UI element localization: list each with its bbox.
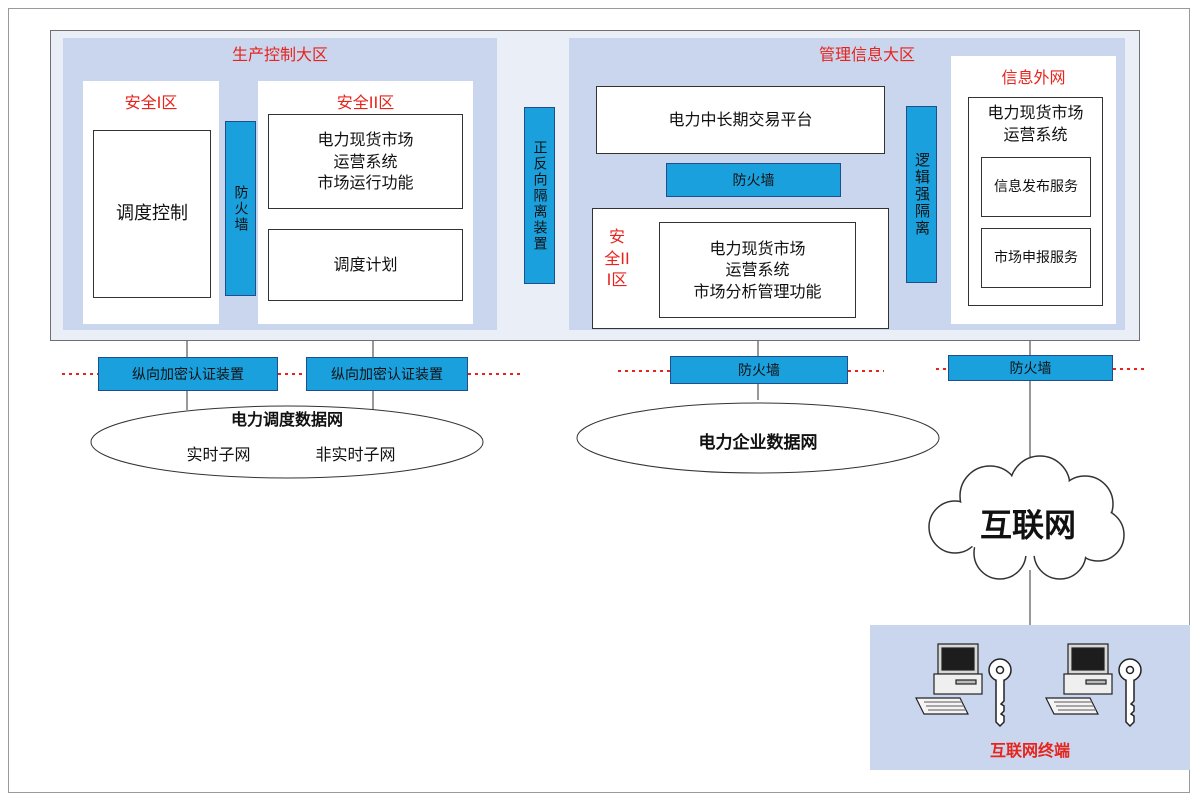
- system-line: 市场分析管理功能: [693, 281, 822, 301]
- safety-zone-1-title: 安全I区: [124, 93, 178, 112]
- isolation-device: 正反向隔离装置: [524, 107, 555, 284]
- system-line: 电力现货市场: [987, 103, 1084, 122]
- encrypt-auth-device-2: 纵向加密认证装置: [306, 357, 468, 391]
- firewall-internet: 防火墙: [948, 355, 1113, 381]
- spot-market-system-box-3: 电力现货市场 运营系统 市场分析管理功能: [659, 222, 856, 318]
- internet-terminals-label: 互联网终端: [989, 741, 1070, 760]
- info-extranet-title: 信息外网: [1001, 68, 1066, 87]
- enterprise-network-label: 电力企业数据网: [698, 433, 818, 453]
- dispatch-plan-box: 调度计划: [268, 229, 463, 301]
- safety-zone-2-title: 安全II区: [336, 93, 395, 112]
- firewall-horizontal-mgmt: 防火墙: [666, 163, 841, 197]
- system-line: 电力现货市场: [317, 130, 414, 150]
- dispatch-network-title: 电力调度数据网: [230, 410, 343, 429]
- diagram-frame: [8, 8, 1190, 793]
- info-publish-service-box: 信息发布服务: [981, 157, 1091, 217]
- dispatch-control-box: 调度控制: [93, 130, 211, 298]
- system-line: 市场运行功能: [317, 173, 414, 193]
- system-line: 电力现货市场: [709, 238, 806, 258]
- system-line: 运营系统: [333, 151, 398, 171]
- logical-isolation-label: 逻辑强隔离: [913, 152, 931, 237]
- enterprise-network-ellipse: [576, 402, 940, 474]
- market-declaration-service-box: 市场申报服务: [981, 228, 1091, 288]
- computer-key-icon-2: [1045, 643, 1142, 728]
- trading-platform-box: 电力中长期交易平台: [596, 86, 885, 154]
- dispatch-network-ellipse: [90, 405, 484, 479]
- management-zone-title: 管理信息大区: [818, 45, 915, 64]
- computer-key-icon-1: [915, 643, 1012, 728]
- realtime-subnet: 实时子网: [186, 445, 251, 464]
- firewall-vertical: 防火墙: [225, 121, 256, 296]
- encrypt-auth-device-1: 纵向加密认证装置: [98, 357, 278, 391]
- firewall-enterprise: 防火墙: [670, 356, 848, 384]
- firewall-vertical-label: 防火墙: [232, 184, 249, 233]
- system-line: 运营系统: [1003, 124, 1068, 144]
- isolation-device-label: 正反向隔离装置: [531, 139, 548, 252]
- internet-label: 互联网: [979, 506, 1076, 544]
- logical-isolation-device: 逻辑强隔离: [906, 106, 937, 283]
- production-zone-title: 生产控制大区: [231, 45, 328, 64]
- system-line: 运营系统: [725, 260, 790, 280]
- safety-zone-3-title: 安全III区: [604, 227, 630, 290]
- spot-market-system-box-2: 电力现货市场 运营系统 市场运行功能: [268, 114, 463, 209]
- non-realtime-subnet: 非实时子网: [315, 445, 396, 464]
